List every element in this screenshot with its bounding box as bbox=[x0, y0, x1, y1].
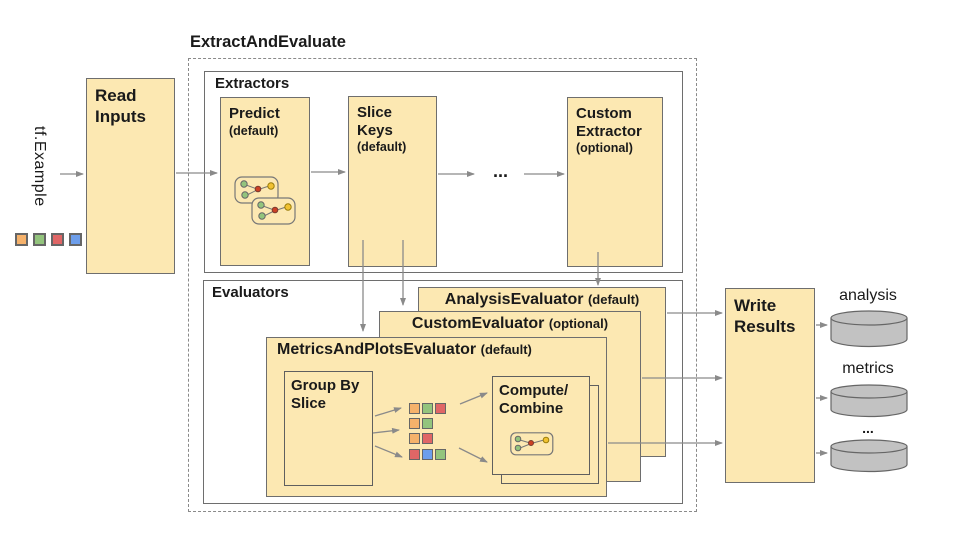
input-data-squares bbox=[15, 233, 82, 246]
tf-example-label: tf.Example bbox=[31, 126, 48, 207]
data-square-blue bbox=[422, 449, 433, 460]
extractors-ellipsis: ... bbox=[493, 161, 509, 181]
custom-evaluator-subtitle: (optional) bbox=[548, 316, 609, 331]
write-results-box: Write Results bbox=[725, 288, 815, 483]
read-inputs-box: Read Inputs bbox=[86, 78, 175, 274]
custom-evaluator-title: CustomEvaluator bbox=[411, 315, 545, 332]
metrics-evaluator-title: MetricsAndPlotsEvaluator bbox=[277, 341, 477, 358]
custom-extractor-box: Custom Extractor (optional) bbox=[567, 97, 663, 267]
data-square-green bbox=[422, 418, 433, 429]
data-square-green bbox=[422, 403, 433, 414]
model-graph-icon bbox=[234, 176, 296, 225]
compute-combine-title: Compute/ Combine bbox=[499, 382, 569, 417]
extract-and-evaluate-title: ExtractAndEvaluate bbox=[190, 33, 346, 51]
slice-row-4 bbox=[409, 449, 446, 460]
data-square-red bbox=[422, 433, 433, 444]
custom-extractor-subtitle: (optional) bbox=[576, 141, 633, 156]
analysis-database-icon bbox=[830, 310, 908, 348]
data-square-blue bbox=[69, 233, 82, 246]
data-square-red bbox=[409, 449, 420, 460]
data-square-orange bbox=[409, 433, 420, 444]
slice-row-2 bbox=[409, 418, 433, 429]
more-outputs-label: ... bbox=[862, 420, 874, 436]
extract-and-evaluate-container bbox=[188, 58, 697, 512]
data-square-orange bbox=[15, 233, 28, 246]
evaluators-label: Evaluators bbox=[212, 284, 289, 301]
combine-graph-icon bbox=[510, 432, 554, 456]
metrics-output-label: metrics bbox=[842, 360, 894, 377]
group-by-slice-title: Group By Slice bbox=[291, 377, 360, 412]
extractors-label: Extractors bbox=[215, 75, 290, 92]
slice-keys-subtitle: (default) bbox=[357, 140, 407, 155]
more-database-icon bbox=[830, 439, 908, 473]
analysis-evaluator-title: AnalysisEvaluator bbox=[444, 291, 584, 308]
predict-extractor-box: Predict (default) bbox=[220, 97, 310, 266]
slice-keys-extractor-box: Slice Keys (default) bbox=[348, 96, 437, 267]
write-results-title: Write Results bbox=[734, 296, 796, 336]
data-square-orange bbox=[409, 418, 420, 429]
data-square-red bbox=[435, 403, 446, 414]
compute-combine-box: Compute/ Combine bbox=[492, 376, 590, 475]
slice-row-3 bbox=[409, 433, 433, 444]
data-square-green bbox=[33, 233, 46, 246]
group-by-slice-box: Group By Slice bbox=[284, 371, 373, 486]
data-square-orange bbox=[409, 403, 420, 414]
slice-row-1 bbox=[409, 403, 446, 414]
analysis-evaluator-subtitle: (default) bbox=[587, 292, 640, 307]
data-square-red bbox=[51, 233, 64, 246]
predict-subtitle: (default) bbox=[229, 123, 279, 138]
slice-keys-title: Slice Keys bbox=[357, 104, 393, 139]
analysis-output-label: analysis bbox=[839, 287, 897, 304]
metrics-database-icon bbox=[830, 384, 908, 418]
read-inputs-title: Read Inputs bbox=[95, 86, 146, 126]
predict-title: Predict bbox=[229, 105, 280, 122]
metrics-evaluator-subtitle: (default) bbox=[480, 342, 532, 357]
custom-extractor-title: Custom Extractor bbox=[576, 105, 642, 140]
data-square-green bbox=[435, 449, 446, 460]
